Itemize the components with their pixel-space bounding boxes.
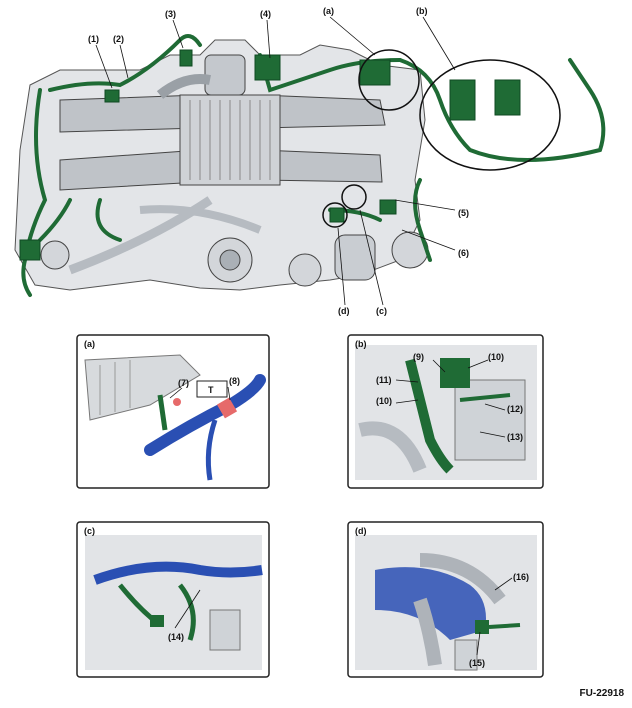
panel-b-callout-9: (9) [413, 352, 424, 362]
callout-1: (1) [88, 34, 99, 44]
detail-panel-b: (b) (9) (10) (11) (10) (12) (13) [347, 334, 544, 489]
harness-connectors [19, 49, 521, 261]
callout-6: (6) [458, 248, 469, 258]
figure-id: FU-22918 [579, 688, 624, 699]
detail-circles [322, 49, 561, 228]
panel-a-callout-8: (8) [229, 376, 240, 386]
leader-lines [95, 16, 456, 306]
panel-b-callout-13: (13) [507, 432, 523, 442]
callout-c: (c) [376, 306, 387, 316]
panel-a-title: (a) [84, 339, 95, 349]
panel-b-title: (b) [355, 339, 367, 349]
detail-circle-d [322, 202, 348, 228]
detail-panel-c: (c) (14) [76, 521, 270, 678]
panel-d-callout-15: (15) [469, 658, 485, 668]
panel-b-callout-10-left: (10) [376, 396, 392, 406]
torque-mark: T [208, 385, 214, 395]
panel-a-callout-7: (7) [178, 378, 189, 388]
panel-d-callout-16: (16) [513, 572, 529, 582]
panel-b-callout-12: (12) [507, 404, 523, 414]
panel-c-title: (c) [84, 526, 95, 536]
detail-circle-a [358, 49, 420, 111]
callout-d: (d) [338, 306, 350, 316]
callout-5: (5) [458, 208, 469, 218]
panel-c-callout-14: (14) [168, 632, 184, 642]
detail-circle-b [419, 59, 561, 171]
detail-circle-c [341, 184, 367, 210]
panel-b-callout-11: (11) [376, 375, 392, 385]
panel-d-title: (d) [355, 526, 367, 536]
callout-2: (2) [113, 34, 124, 44]
callout-b: (b) [416, 6, 428, 16]
panel-b-callout-10-top: (10) [488, 352, 504, 362]
main-callout-labels: (1) (2) (3) (4) (a) (b) (5) (6) (c) (d) [88, 6, 469, 316]
callout-4: (4) [260, 9, 271, 19]
detail-panel-d: (d) (16) (15) [347, 521, 544, 678]
callout-3: (3) [165, 9, 176, 19]
detail-panel-a: (a) (7) (8) T [76, 334, 270, 489]
callout-a: (a) [323, 6, 334, 16]
